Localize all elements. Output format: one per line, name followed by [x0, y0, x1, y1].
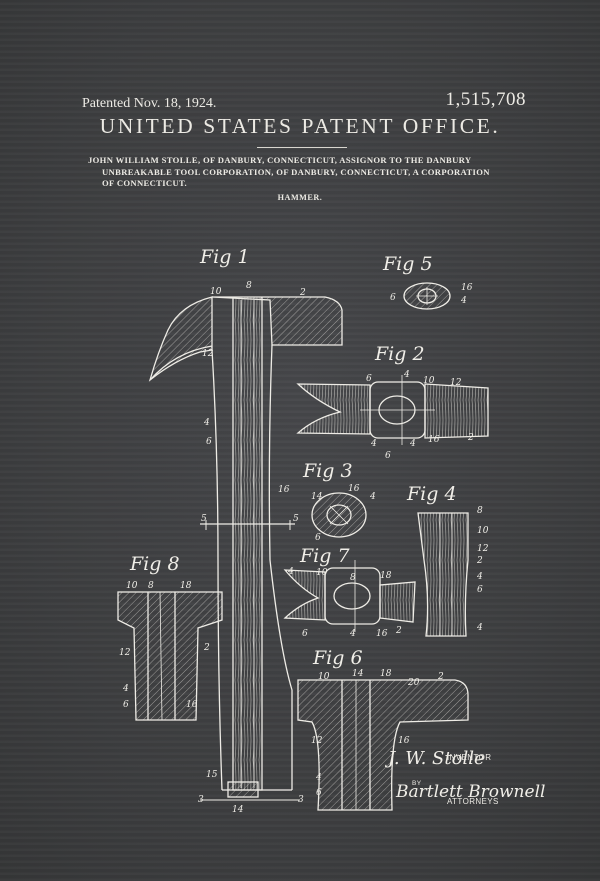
inventor-label: INVENTOR [447, 753, 492, 762]
numeral-fig4-10: 10 [477, 526, 489, 536]
numeral-fig6-10: 10 [318, 672, 330, 682]
numeral-fig7-10: 10 [316, 568, 328, 578]
by-label: BY [412, 780, 422, 787]
fig5-label: Fig 5 [383, 253, 433, 275]
office-heading: UNITED STATES PATENT OFFICE. [99, 114, 501, 138]
numeral-fig2-12: 12 [450, 378, 462, 388]
numeral-fig3-6: 6 [315, 533, 321, 543]
attorney-signature: Bartlett Brownell [396, 782, 546, 802]
numeral-fig2-16: 16 [428, 435, 440, 445]
fig4-label: Fig 4 [407, 483, 457, 505]
numeral-fig8-12: 12 [119, 648, 131, 658]
assignment-line-2: UNBREAKABLE TOOL CORPORATION, OF DANBURY… [102, 167, 490, 177]
numeral-fig2-10: 10 [423, 376, 435, 386]
numeral-fig4-4b: 4 [476, 623, 483, 633]
fig8-label: Fig 8 [130, 553, 180, 575]
numeral-fig4-8: 8 [477, 506, 483, 516]
numeral-fig1-5a: 5 [201, 514, 207, 524]
numeral-fig7-4b: 4 [349, 629, 356, 639]
numeral-fig2-4c: 4 [409, 439, 416, 449]
numeral-fig1-14: 14 [232, 805, 244, 815]
fig2-label: Fig 2 [375, 343, 425, 365]
fig2-head [296, 375, 489, 445]
numeral-fig7-8: 8 [350, 573, 356, 583]
numeral-fig2-2: 2 [467, 433, 474, 443]
numeral-fig6-12: 12 [311, 736, 323, 746]
numeral-fig1-5b: 5 [293, 514, 299, 524]
numeral-fig8-6: 6 [123, 700, 129, 710]
numeral-fig7-16: 16 [376, 629, 388, 639]
numeral-fig6-20: 20 [407, 678, 420, 688]
numeral-fig2-6b: 6 [385, 451, 391, 461]
fig1-label: Fig 1 [200, 246, 250, 268]
fig4-section [417, 512, 469, 637]
numeral-fig8-10: 10 [126, 581, 138, 591]
numeral-fig1-6: 6 [206, 437, 212, 447]
numeral-fig7-18: 18 [380, 571, 392, 581]
numeral-fig7-2: 2 [395, 626, 402, 636]
numeral-fig4-2: 2 [476, 556, 483, 566]
numeral-fig1-3b: 3 [298, 795, 304, 805]
attorneys-label: ATTORNEYS [447, 797, 499, 806]
numeral-fig1-8: 8 [246, 281, 252, 291]
fig3-section [311, 492, 367, 538]
fig7-head [283, 560, 416, 632]
heading-rule [257, 147, 347, 148]
numeral-fig8-4: 4 [122, 684, 129, 694]
numeral-fig7-4: 4 [287, 567, 294, 577]
patent-date: Patented Nov. 18, 1924. [82, 96, 217, 111]
numeral-fig2-4a: 4 [403, 370, 410, 380]
patent-number: 1,515,708 [445, 89, 526, 110]
subject-title: HAMMER. [277, 193, 323, 202]
numeral-fig6-6: 6 [316, 788, 322, 798]
numeral-fig3-4: 4 [369, 492, 376, 502]
fig6-label: Fig 6 [313, 647, 363, 669]
fig3-label: Fig 3 [303, 460, 353, 482]
numeral-fig5-4: 4 [460, 296, 467, 306]
numeral-fig8-2: 2 [203, 643, 210, 653]
numeral-fig6-18: 18 [380, 669, 392, 679]
fig1-hammer [148, 296, 343, 801]
assignment-line-3: OF CONNECTICUT. [102, 178, 187, 188]
numeral-fig1-3a: 3 [198, 795, 204, 805]
numeral-fig1-16: 16 [278, 485, 290, 495]
numeral-fig6-14: 14 [352, 669, 364, 679]
fig5-section [403, 282, 451, 310]
numeral-fig2-6: 6 [366, 374, 372, 384]
numeral-fig1-15: 15 [206, 770, 218, 780]
numeral-fig8-16: 16 [186, 700, 198, 710]
numeral-fig3-14: 14 [311, 492, 323, 502]
assignment-line-1: JOHN WILLIAM STOLLE, OF DANBURY, CONNECT… [88, 155, 472, 165]
numeral-fig1-12: 12 [202, 349, 214, 359]
numeral-fig6-16: 16 [398, 736, 410, 746]
numeral-fig8-8: 8 [148, 581, 154, 591]
numeral-fig8-18: 18 [180, 581, 192, 591]
numeral-fig5-16: 16 [461, 283, 473, 293]
numeral-fig7-6: 6 [302, 629, 308, 639]
numeral-fig6-2: 2 [437, 672, 444, 682]
numeral-fig4-6: 6 [477, 585, 483, 595]
fig7-label: Fig 7 [300, 545, 350, 567]
fig6-section [297, 679, 469, 811]
numeral-fig2-4b: 4 [370, 439, 377, 449]
numeral-fig3-16: 16 [348, 484, 360, 494]
numeral-fig5-6: 6 [390, 293, 396, 303]
inventor-signature: J. W. Stolle [388, 748, 485, 769]
numeral-fig1-10: 10 [210, 287, 222, 297]
numeral-fig6-4: 4 [315, 773, 322, 783]
numeral-fig4-4: 4 [476, 572, 483, 582]
fig8-section [117, 591, 223, 721]
numeral-fig1-2: 2 [299, 288, 306, 298]
numeral-fig4-12: 12 [477, 544, 489, 554]
numeral-fig1-4: 4 [203, 418, 210, 428]
